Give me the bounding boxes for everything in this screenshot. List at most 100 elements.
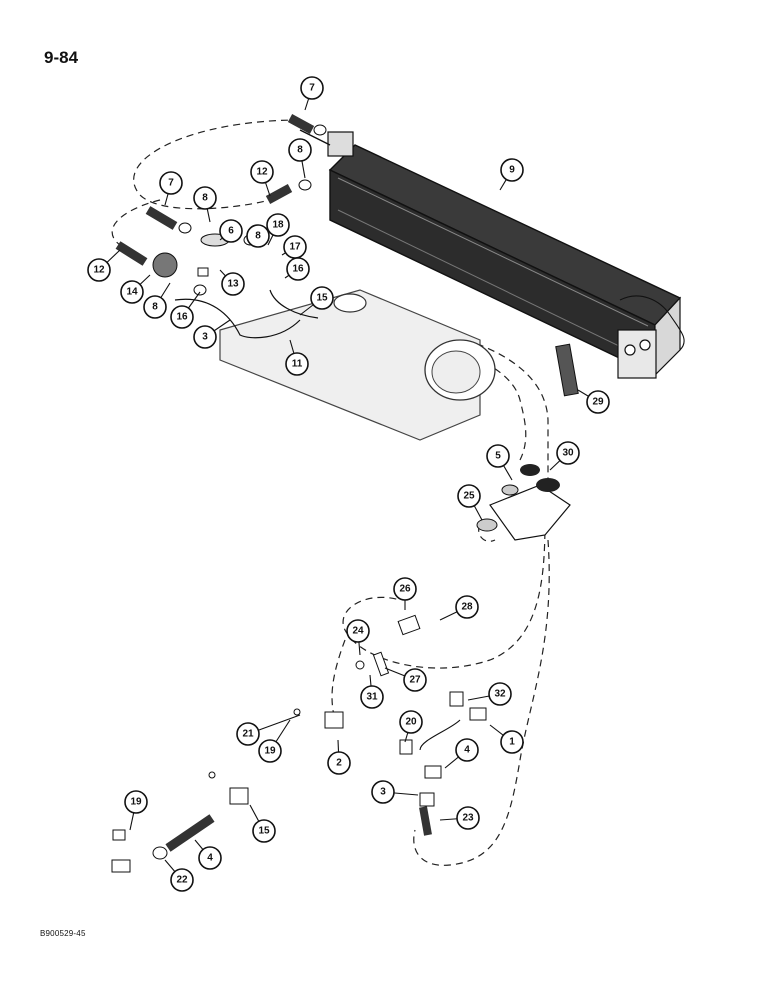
callout-circle (285, 352, 309, 376)
callout-9: 9 (499, 158, 524, 191)
callout-label: 19 (264, 746, 276, 757)
callout-22: 22 (164, 859, 194, 892)
callout-14: 14 (120, 274, 151, 304)
callout-label: 20 (405, 717, 417, 728)
callout-1: 1 (489, 724, 524, 754)
callout-circle (455, 738, 479, 762)
callout-16: 16 (170, 291, 201, 329)
callout-24: 24 (346, 619, 370, 656)
callout-29: 29 (577, 389, 610, 414)
callout-3: 3 (193, 319, 231, 349)
callout-label: 17 (289, 242, 301, 253)
callout-circle (250, 160, 274, 184)
callout-25: 25 (457, 484, 483, 521)
callout-label: 1 (509, 737, 515, 748)
callout-circle (488, 682, 512, 706)
callout-label: 11 (292, 359, 303, 370)
callout-label: 18 (272, 220, 284, 231)
callout-7: 7 (159, 171, 183, 206)
callout-19: 19 (124, 790, 148, 831)
callout-26: 26 (393, 577, 417, 610)
callout-31: 31 (360, 674, 384, 709)
callout-circle (266, 213, 290, 237)
callout-17: 17 (281, 235, 307, 259)
callout-16: 16 (284, 257, 310, 281)
figure-code: B900529-45 (40, 929, 86, 938)
callout-circle (87, 258, 111, 282)
callout-label: 29 (592, 397, 604, 408)
callout-label: 8 (152, 302, 158, 313)
callout-8: 8 (246, 224, 270, 248)
callout-circle (120, 280, 144, 304)
callout-label: 26 (399, 584, 411, 595)
callout-label: 5 (495, 451, 501, 462)
callout-circle (300, 76, 324, 100)
callout-label: 32 (494, 689, 506, 700)
callout-circle (170, 868, 194, 892)
callout-circle (258, 739, 282, 763)
callout-label: 4 (464, 745, 470, 756)
callout-circle (403, 668, 427, 692)
filter-strip (555, 343, 579, 397)
callout-circle (288, 138, 312, 162)
callout-label: 12 (93, 265, 105, 276)
callout-label: 14 (126, 287, 138, 298)
callout-label: 27 (409, 675, 421, 686)
callout-label: 23 (462, 813, 474, 824)
callout-23: 23 (439, 806, 480, 830)
callout-label: 30 (562, 448, 574, 459)
callout-label: 3 (380, 787, 386, 798)
callout-label: 16 (176, 312, 188, 323)
hoses-and-fittings (111, 114, 487, 873)
callout-label: 3 (202, 332, 208, 343)
callout-circle (310, 286, 334, 310)
callout-8: 8 (143, 282, 171, 319)
callout-8: 8 (288, 138, 312, 179)
callout-circle (346, 619, 370, 643)
callout-circle (500, 730, 524, 754)
callout-label: 22 (176, 875, 188, 886)
callout-12: 12 (250, 160, 274, 197)
callout-circle (193, 325, 217, 349)
callout-label: 13 (227, 279, 239, 290)
callout-circle (586, 390, 610, 414)
callout-label: 12 (256, 167, 268, 178)
callout-label: 24 (352, 626, 364, 637)
callout-label: 7 (309, 83, 315, 94)
callout-circle (143, 295, 167, 319)
callout-circle (556, 441, 580, 465)
callout-label: 15 (258, 826, 270, 837)
callout-label: 8 (255, 231, 261, 242)
callout-label: 19 (130, 797, 142, 808)
grommet-plate (476, 464, 571, 541)
callout-20: 20 (399, 710, 423, 743)
callout-30: 30 (549, 441, 580, 471)
callout-circle (246, 224, 270, 248)
callout-circle (236, 722, 260, 746)
callout-label: 21 (242, 729, 254, 740)
callout-circle (198, 846, 222, 870)
callout-label: 8 (297, 145, 303, 156)
callout-3: 3 (371, 780, 419, 804)
callout-circle (399, 710, 423, 734)
callout-circle (393, 577, 417, 601)
callout-circle (457, 484, 481, 508)
callout-circle (193, 186, 217, 210)
callout-circle (455, 595, 479, 619)
page-number: 9-84 (44, 48, 79, 67)
callout-27: 27 (384, 667, 427, 692)
callout-2: 2 (327, 739, 351, 775)
callout-label: 28 (461, 602, 473, 613)
callout-circle (221, 272, 245, 296)
callout-circle (360, 685, 384, 709)
heater-core (299, 129, 685, 379)
callout-label: 25 (463, 491, 475, 502)
callout-circle (286, 257, 310, 281)
callout-circle (124, 790, 148, 814)
callout-label: 15 (316, 293, 328, 304)
callout-6: 6 (219, 219, 243, 243)
callout-label: 16 (292, 264, 304, 275)
callout-circle (170, 305, 194, 329)
